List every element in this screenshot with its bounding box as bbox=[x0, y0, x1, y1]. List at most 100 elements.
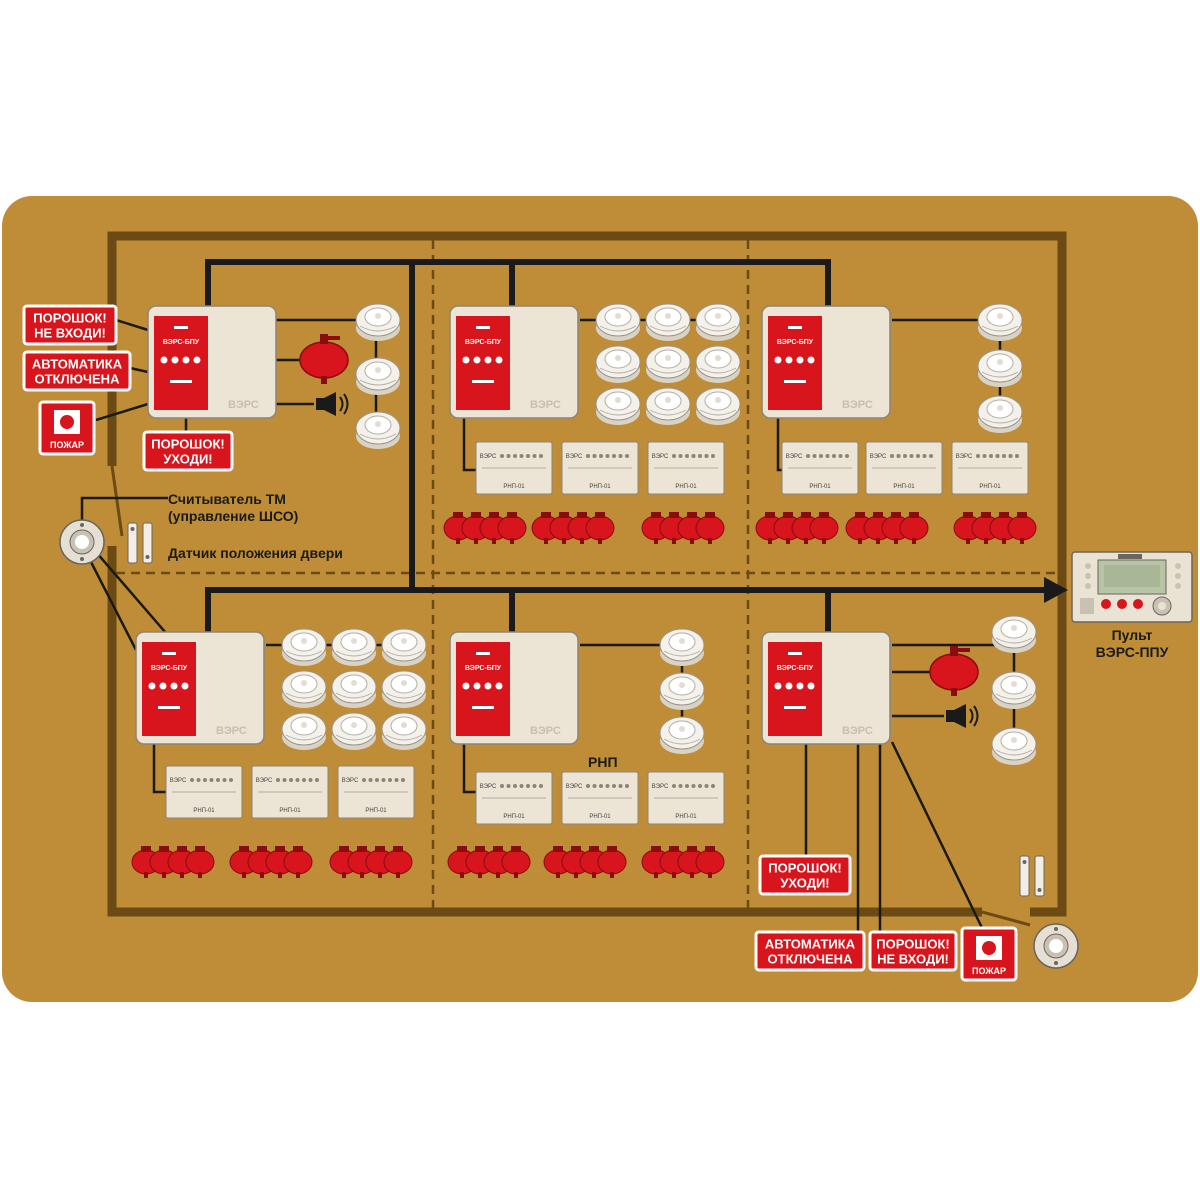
sign-text: ПОРОШОК! bbox=[876, 937, 950, 952]
room4-smoke-detector-icon bbox=[381, 712, 427, 751]
console-vers-ppu bbox=[1071, 551, 1193, 623]
svg-text:РНП-01: РНП-01 bbox=[809, 484, 831, 490]
room2-control-unit: ВЭРС-БПУ ВЭРС bbox=[449, 305, 579, 419]
svg-text:ВЭРС: ВЭРС bbox=[566, 784, 583, 790]
room6-control-unit: ВЭРС-БПУ ВЭРС bbox=[761, 631, 891, 745]
room3-rnp-module-3: ВЭРС РНП-01 bbox=[951, 441, 1029, 495]
room5-smoke-detector-icon bbox=[659, 672, 705, 711]
sign-text: УХОДИ! bbox=[163, 452, 212, 467]
svg-text:РНП-01: РНП-01 bbox=[589, 814, 611, 820]
room2-smoke-detector-icon bbox=[645, 303, 691, 342]
sign-powder-no-enter-room6: ПОРОШОК!НЕ ВХОДИ! bbox=[868, 930, 958, 972]
room4-smoke-detector-icon bbox=[331, 628, 377, 667]
svg-text:РНП-01: РНП-01 bbox=[365, 808, 387, 814]
svg-text:ВЭРС: ВЭРС bbox=[170, 778, 187, 784]
room4-smoke-detector-icon bbox=[281, 670, 327, 709]
room3-rnp-module-1: ВЭРС РНП-01 bbox=[781, 441, 859, 495]
room4-rnp-module-3: ВЭРС РНП-01 bbox=[337, 765, 415, 819]
svg-text:ВЭРС: ВЭРС bbox=[480, 454, 497, 460]
svg-text:ВЭРС: ВЭРС bbox=[342, 778, 359, 784]
room2-smoke-detector-icon bbox=[595, 345, 641, 384]
sign-powder-leave-room1: ПОРОШОК!УХОДИ! bbox=[142, 430, 234, 472]
svg-text:ВЭРС: ВЭРС bbox=[956, 454, 973, 460]
brand-logo: ВЭРС bbox=[530, 399, 561, 411]
brand-logo: ВЭРС bbox=[842, 725, 873, 737]
sign-powder-leave-room6: ПОРОШОК!УХОДИ! bbox=[758, 854, 852, 896]
room3-smoke-detector-icon bbox=[977, 395, 1023, 434]
room2-smoke-detector-icon bbox=[645, 387, 691, 426]
svg-text:ВЭРС: ВЭРС bbox=[786, 454, 803, 460]
room4-smoke-detector-icon bbox=[331, 712, 377, 751]
main-bus bbox=[205, 259, 1068, 632]
room1-control-unit: ВЭРС-БПУ ВЭРС bbox=[147, 305, 277, 419]
svg-text:РНП-01: РНП-01 bbox=[675, 814, 697, 820]
bpu-title: ВЭРС-БПУ bbox=[151, 665, 188, 672]
bpu-title: ВЭРС-БПУ bbox=[465, 665, 502, 672]
room4-smoke-detector-icon bbox=[381, 670, 427, 709]
room3-rnp-module-2: ВЭРС РНП-01 bbox=[865, 441, 943, 495]
reader-label: Считыватель ТМ(управление ШСО) bbox=[168, 491, 298, 524]
room6-smoke-detector-icon bbox=[991, 671, 1037, 710]
svg-text:ВЭРС: ВЭРС bbox=[256, 778, 273, 784]
room1-smoke-detector-icon bbox=[355, 303, 401, 342]
room2-rnp-module-3: ВЭРС РНП-01 bbox=[647, 441, 725, 495]
sign-text: АВТОМАТИКА bbox=[765, 937, 856, 952]
tm-reader-left-icon bbox=[59, 519, 105, 565]
brand-logo: ВЭРС bbox=[216, 725, 247, 737]
sign-text: УХОДИ! bbox=[780, 876, 829, 891]
room6-smoke-detector-icon bbox=[991, 727, 1037, 766]
room5-smoke-detector-icon bbox=[659, 628, 705, 667]
room6-smoke-detector-icon bbox=[991, 615, 1037, 654]
room4-smoke-detector-icon bbox=[381, 628, 427, 667]
svg-text:ВЭРС: ВЭРС bbox=[480, 784, 497, 790]
room2-smoke-detector-icon bbox=[595, 303, 641, 342]
fire-button-text: ПОЖАР bbox=[972, 966, 1006, 976]
room4-rnp-module-1: ВЭРС РНП-01 bbox=[165, 765, 243, 819]
rnp-label: РНП bbox=[588, 754, 618, 770]
svg-text:РНП-01: РНП-01 bbox=[589, 484, 611, 490]
room1-smoke-detector-icon bbox=[355, 411, 401, 450]
room5-smoke-detector-icon bbox=[659, 716, 705, 755]
svg-text:ВЭРС: ВЭРС bbox=[566, 454, 583, 460]
room4-smoke-detector-icon bbox=[331, 670, 377, 709]
bpu-title: ВЭРС-БПУ bbox=[163, 339, 200, 346]
sign-powder-no-enter-room1: ПОРОШОК!НЕ ВХОДИ! bbox=[22, 304, 118, 346]
svg-text:РНП-01: РНП-01 bbox=[893, 484, 915, 490]
svg-text:РНП-01: РНП-01 bbox=[979, 484, 1001, 490]
room2-smoke-detector-icon bbox=[595, 387, 641, 426]
room2-rnp-module-2: ВЭРС РНП-01 bbox=[561, 441, 639, 495]
sign-text: ПОРОШОК! bbox=[151, 437, 225, 452]
room4-smoke-detector-icon bbox=[281, 712, 327, 751]
bpu-title: ВЭРС-БПУ bbox=[777, 665, 814, 672]
sign-text: ПОРОШОК! bbox=[33, 311, 107, 326]
svg-text:ВЭРС: ВЭРС bbox=[870, 454, 887, 460]
room2-smoke-detector-icon bbox=[695, 387, 741, 426]
sign-text: ОТКЛЮЧЕНА bbox=[35, 372, 121, 387]
room2-smoke-detector-icon bbox=[695, 303, 741, 342]
sign-text: АВТОМАТИКА bbox=[32, 357, 123, 372]
svg-text:РНП-01: РНП-01 bbox=[503, 484, 525, 490]
fire-alarm-button-room1: ПОЖАР bbox=[38, 400, 96, 456]
bpu-title: ВЭРС-БПУ bbox=[465, 339, 502, 346]
svg-text:ВЭРС: ВЭРС bbox=[652, 454, 669, 460]
brand-logo: ВЭРС bbox=[842, 399, 873, 411]
door-sensor-label: Датчик положения двери bbox=[168, 545, 343, 561]
room2-smoke-detector-icon bbox=[695, 345, 741, 384]
room5-rnp-module-2: ВЭРС РНП-01 bbox=[561, 771, 639, 825]
room4-smoke-detector-icon bbox=[281, 628, 327, 667]
sign-text: ПОРОШОК! bbox=[768, 861, 842, 876]
brand-logo: ВЭРС bbox=[228, 399, 259, 411]
svg-text:РНП-01: РНП-01 bbox=[193, 808, 215, 814]
room2-rnp-module-1: ВЭРС РНП-01 bbox=[475, 441, 553, 495]
svg-text:РНП-01: РНП-01 bbox=[675, 484, 697, 490]
devices: ВЭРС-БПУВЭРСВЭРС-БПУВЭРСВЭРСРНП-01ВЭРСРН… bbox=[131, 303, 1037, 879]
